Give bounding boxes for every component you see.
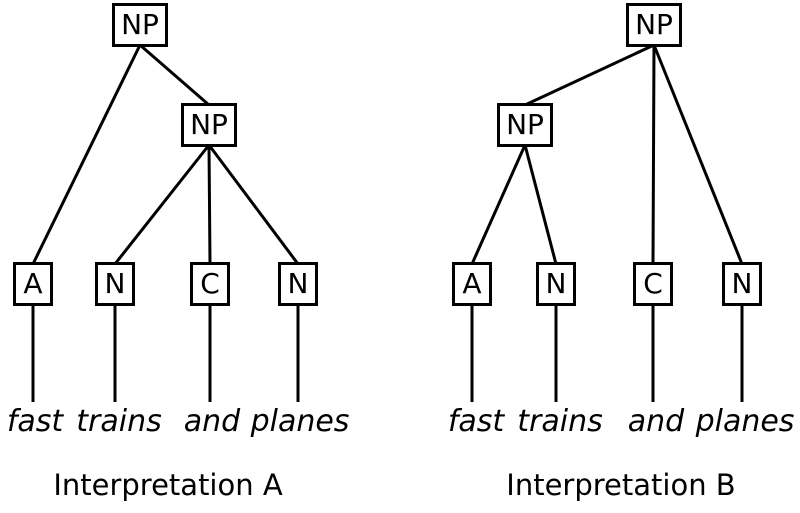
- tree-b-word-fast: fast: [447, 404, 505, 439]
- tree-a-conjunction-node: C: [190, 262, 230, 306]
- tree-b-conjunction-node: C: [633, 262, 673, 306]
- tree-b-noun1-node: N: [536, 262, 576, 306]
- tree-b-caption: Interpretation B: [506, 468, 736, 502]
- tree-b-word-and: and: [627, 404, 685, 439]
- tree-a-noun1-node: N: [95, 262, 135, 306]
- tree-a-word-trains: trains: [76, 404, 162, 439]
- tree-a-inner-np-node: NP: [181, 103, 237, 147]
- tree-b-root-np-node: NP: [626, 3, 682, 47]
- tree-a-adjective-node: A: [13, 262, 53, 306]
- tree-a-word-and: and: [183, 404, 241, 439]
- tree-b-word-trains: trains: [517, 404, 603, 439]
- tree-b-adjective-node: A: [452, 262, 492, 306]
- tree-a-noun2-node: N: [278, 262, 318, 306]
- tree-b-inner-np-node: NP: [497, 103, 553, 147]
- tree-a-root-np-node: NP: [112, 3, 168, 47]
- tree-b-word-planes: planes: [695, 404, 795, 439]
- tree-a-caption: Interpretation A: [53, 468, 283, 502]
- tree-a-word-planes: planes: [250, 404, 350, 439]
- tree-a-word-fast: fast: [6, 404, 64, 439]
- tree-b-noun2-node: N: [722, 262, 762, 306]
